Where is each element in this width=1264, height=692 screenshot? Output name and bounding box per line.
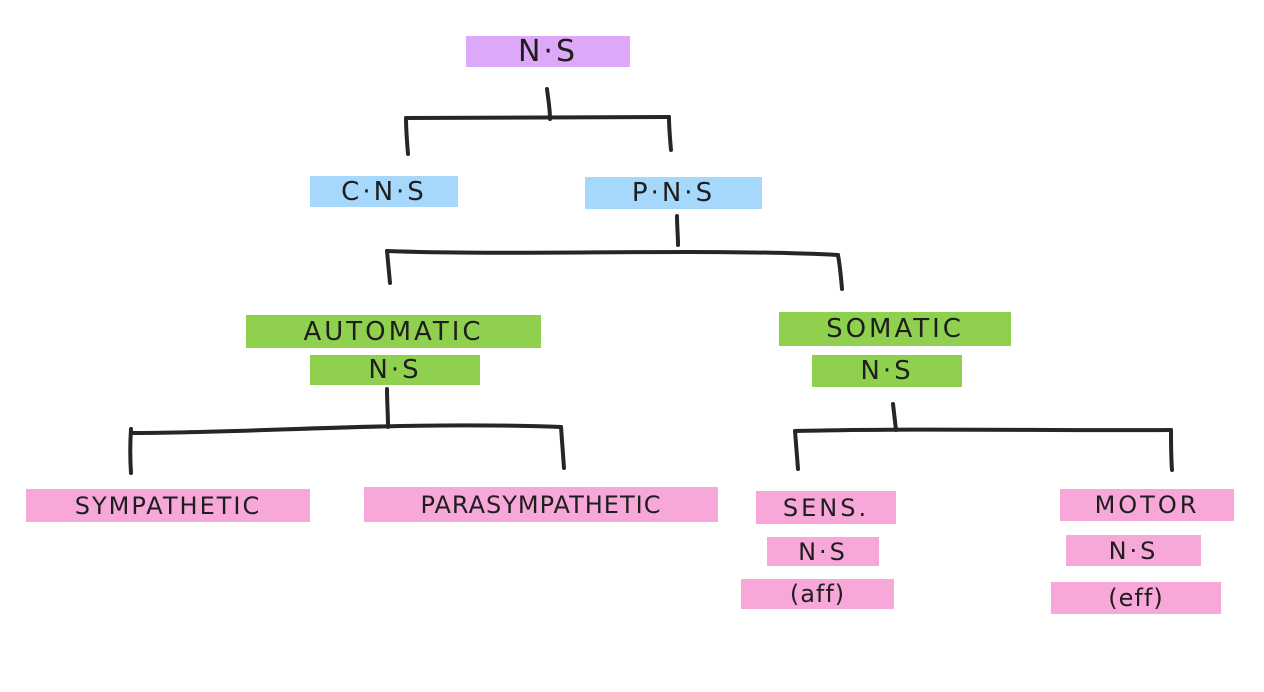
sensory-label-line2: N·S [767, 537, 879, 566]
connector-automatic-drop [385, 249, 392, 285]
connector-root-stem [545, 87, 552, 121]
connector-root-bar [404, 115, 671, 120]
connector-sympathetic-drop [128, 427, 133, 475]
connector-pns-bar [385, 249, 840, 257]
connector-automatic-stem [385, 387, 390, 429]
automatic-label-line2: N·S [310, 355, 480, 385]
motor-label-line1: MOTOR [1060, 489, 1234, 521]
connector-somatic-drop [836, 253, 844, 291]
sympathetic-label: SYMPATHETIC [26, 489, 310, 522]
connector-cns-drop [404, 116, 410, 156]
connector-pns-stem [675, 214, 680, 247]
motor-label-line2: N·S [1066, 535, 1201, 566]
automatic-label-line1: AUTOMATIC [246, 315, 541, 348]
parasympathetic-label: PARASYMPATHETIC [364, 487, 718, 522]
pns-label: P·N·S [585, 177, 762, 209]
connector-sensory-drop [793, 429, 800, 471]
connector-parasympathetic-drop [559, 425, 566, 470]
connector-motor-drop [1169, 428, 1174, 472]
motor-label-line3: (eff) [1051, 582, 1221, 614]
connector-somatic-stem [891, 402, 898, 432]
somatic-label-line1: SOMATIC [779, 312, 1011, 346]
root-label: N·S [466, 36, 630, 67]
cns-label: C·N·S [310, 176, 458, 207]
connector-automatic-bar [129, 423, 563, 435]
sensory-label-line1: SENS. [756, 491, 896, 524]
connector-somatic-bar [793, 427, 1173, 433]
somatic-label-line2: N·S [812, 355, 962, 387]
connector-pns-drop [667, 115, 673, 152]
sensory-label-line3: (aff) [741, 579, 894, 609]
